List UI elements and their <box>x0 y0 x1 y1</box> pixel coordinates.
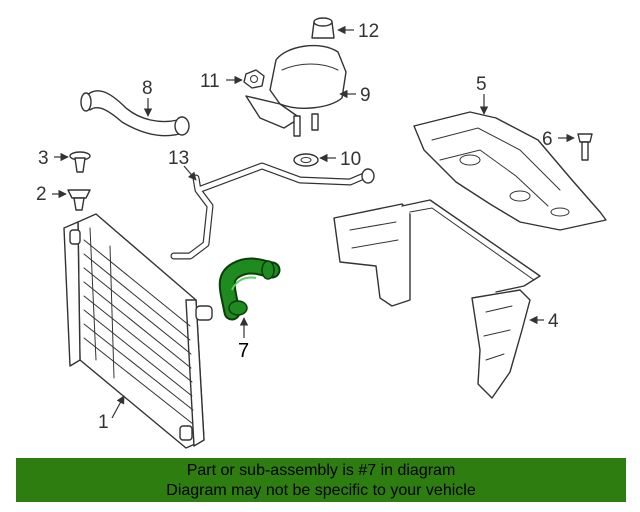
callout-2: 2 <box>36 184 47 205</box>
callout-10: 10 <box>340 149 361 170</box>
callout-6: 6 <box>542 129 553 150</box>
callout-12: 12 <box>358 21 379 42</box>
tank-cap-part-12[interactable] <box>311 17 335 39</box>
radiator-part[interactable] <box>63 213 213 449</box>
callout-11: 11 <box>200 71 220 92</box>
clip-part-2[interactable] <box>67 189 91 211</box>
callout-7: 7 <box>238 340 249 362</box>
banner-line-part-number: Part or sub-assembly is #7 in diagram <box>186 462 456 479</box>
callout-8: 8 <box>142 78 153 99</box>
callout-1: 1 <box>98 412 109 433</box>
callout-3: 3 <box>38 148 49 169</box>
banner-line-disclaimer: Diagram may not be specific to your vehi… <box>166 482 476 499</box>
expansion-tank-part[interactable] <box>245 44 347 137</box>
bolt-part-6[interactable] <box>577 133 593 161</box>
part-info-banner: Part or sub-assembly is #7 in diagram Di… <box>16 458 626 502</box>
nut-part-11[interactable] <box>243 69 265 89</box>
callout-9: 9 <box>360 85 371 106</box>
callout-5: 5 <box>476 74 487 95</box>
push-pin-part-3[interactable] <box>69 151 91 173</box>
bleed-pipe-part-13[interactable] <box>170 162 375 260</box>
air-deflector-part[interactable] <box>471 289 531 399</box>
coolant-hose-part-7[interactable] <box>218 257 281 321</box>
radiator-shroud-frame <box>333 199 541 307</box>
callout-13: 13 <box>168 148 189 169</box>
grommet-part-10[interactable] <box>293 153 319 167</box>
exploded-parts-diagram: 1 2 3 4 5 6 <box>36 17 607 449</box>
upper-hose-part-8[interactable] <box>80 90 190 137</box>
callout-4: 4 <box>548 311 559 332</box>
support-panel-part[interactable] <box>413 111 607 231</box>
